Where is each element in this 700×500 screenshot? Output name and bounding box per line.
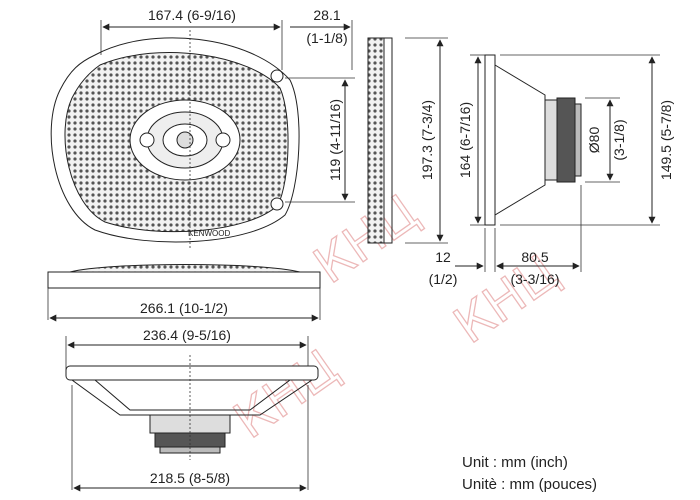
svg-text:(3-3/16): (3-3/16)	[510, 271, 559, 287]
front-view: KENWOOD	[50, 37, 300, 243]
svg-text:149.5 (5-7/8): 149.5 (5-7/8)	[658, 100, 674, 180]
unit-note-fr: Unitè : mm (pouces)	[462, 476, 597, 493]
unit-note-en: Unit : mm (inch)	[462, 454, 568, 471]
svg-text:167.4 (6-9/16): 167.4 (6-9/16)	[148, 7, 236, 23]
watermark: КНЦ КНЦ КНЦ	[223, 182, 569, 450]
dim-overall-height: 149.5 (5-7/8)	[500, 54, 674, 226]
dim-total-width: 266.1 (10-1/2)	[49, 300, 319, 322]
dim-cutout-width: 236.4 (9-5/16)	[65, 327, 309, 370]
svg-text:164 (6-7/16): 164 (6-7/16)	[457, 102, 473, 178]
svg-text:(1-1/8): (1-1/8)	[306, 30, 347, 46]
dim-depth-top: 28.1 (1-1/8)	[290, 7, 353, 70]
svg-text:80.5: 80.5	[521, 249, 548, 265]
svg-text:266.1 (10-1/2): 266.1 (10-1/2)	[140, 300, 228, 316]
speaker-side-profile	[484, 54, 582, 226]
top-view	[47, 264, 321, 320]
svg-text:236.4 (9-5/16): 236.4 (9-5/16)	[143, 327, 231, 343]
dim-mount-depth: 80.5 (3-3/16)	[496, 185, 582, 287]
svg-text:КНЦ: КНЦ	[444, 243, 569, 355]
dim-magnet-dia: Ø80 (3-1/8)	[585, 97, 627, 183]
dim-side-inner: 164 (6-7/16)	[457, 54, 485, 226]
svg-text:119 (4-11/16): 119 (4-11/16)	[327, 99, 343, 181]
brand-logo: KENWOOD	[188, 229, 230, 238]
svg-text:(3-1/8): (3-1/8)	[611, 119, 627, 160]
svg-text:12: 12	[435, 249, 451, 265]
dim-basket-width: 218.5 (8-5/8)	[73, 470, 307, 492]
side-view	[367, 37, 448, 244]
dim-front-height: 119 (4-11/16)	[285, 77, 355, 203]
basket-view	[65, 355, 319, 490]
svg-text:Ø80: Ø80	[586, 127, 602, 154]
unit-notes: Unit : mm (inch) Unitè : mm (pouces)	[462, 454, 597, 493]
svg-text:197.3 (7-3/4): 197.3 (7-3/4)	[419, 100, 435, 180]
svg-text:28.1: 28.1	[313, 7, 340, 23]
svg-text:КНЦ: КНЦ	[224, 338, 349, 450]
svg-text:КНЦ: КНЦ	[304, 183, 429, 295]
dim-top-width: 167.4 (6-9/16)	[100, 7, 283, 250]
svg-text:218.5 (8-5/8): 218.5 (8-5/8)	[150, 470, 230, 486]
dim-side-height: 197.3 (7-3/4)	[419, 39, 444, 242]
svg-text:(1/2): (1/2)	[429, 271, 458, 287]
